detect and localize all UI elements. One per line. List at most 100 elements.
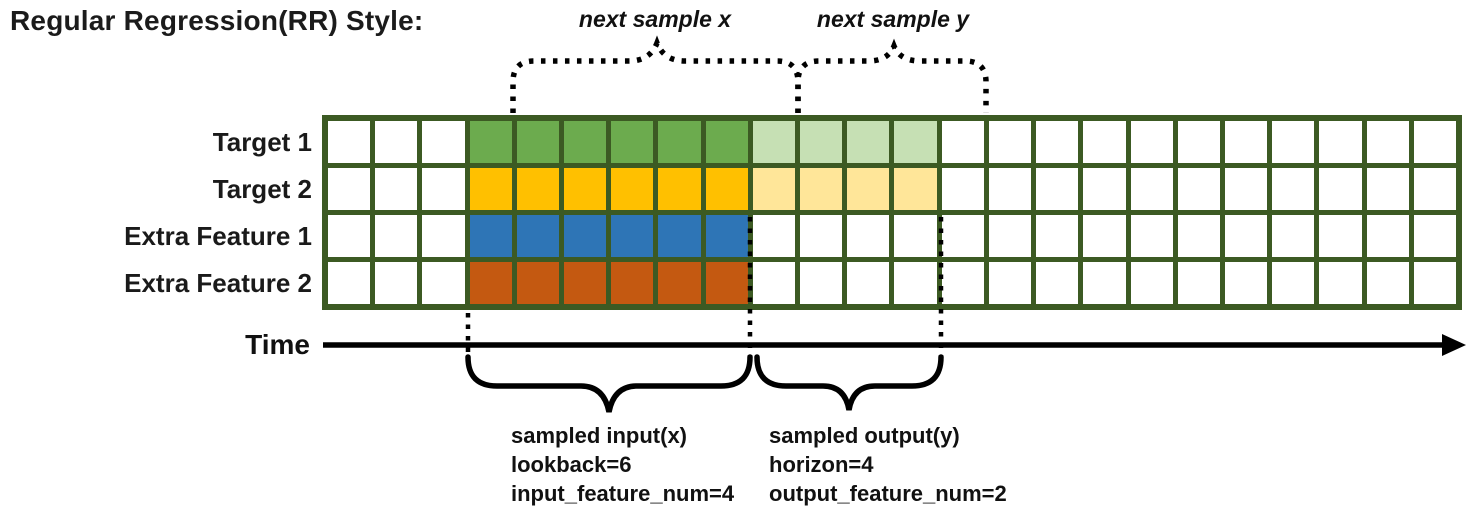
grid-cell-green [469, 121, 512, 163]
grid-cell-white [1177, 121, 1220, 163]
grid-cell-yellow [658, 168, 701, 210]
grid-cell-white [375, 262, 418, 304]
grid-cell-yellow [611, 168, 654, 210]
grid-cell-white [1224, 215, 1268, 257]
next-sample-x-brace [510, 35, 801, 113]
grid-cell-orange [469, 262, 512, 304]
grid-cell-blue [564, 215, 607, 257]
grid-cell-white [988, 215, 1032, 257]
grid-cell-light_yellow [800, 168, 843, 210]
sampled-output-annotation: sampled output(y) horizon=4 output_featu… [769, 421, 1007, 508]
grid-cell-light_green [847, 121, 890, 163]
grid-cell-white [1130, 121, 1173, 163]
diagram-title: Regular Regression(RR) Style: [10, 5, 424, 36]
grid-cell-white [941, 215, 984, 257]
grid-cell-blue [469, 215, 512, 257]
grid-cell-white [1366, 121, 1409, 163]
next-sample-y-label: next sample y [816, 6, 970, 32]
grid-cell-white [894, 262, 937, 304]
grid-cell-white [1036, 168, 1079, 210]
grid-cell-yellow [705, 168, 748, 210]
grid-cell-white [800, 215, 843, 257]
row-label: Extra Feature 1 [124, 220, 312, 251]
grid-cell-white [1177, 262, 1220, 304]
horizon-line: horizon=4 [769, 452, 874, 477]
row-label: Target 2 [212, 173, 312, 204]
grid-cell-white [328, 262, 371, 304]
grid-cell-green [611, 121, 654, 163]
time-arrow-head [1442, 334, 1466, 356]
grid-cell-blue [516, 215, 560, 257]
grid-cell-white [752, 262, 796, 304]
grid-cell-white [1319, 262, 1362, 304]
grid-cell-white [1177, 215, 1220, 257]
grid-cell-white [1177, 168, 1220, 210]
grid-cell-orange [705, 262, 748, 304]
grid-cell-light_green [800, 121, 843, 163]
grid-cell-white [988, 262, 1032, 304]
grid-cell-white [1130, 262, 1173, 304]
grid-cell-orange [516, 262, 560, 304]
grid-cell-white [988, 121, 1032, 163]
grid-cell-white [1272, 262, 1315, 304]
grid-cell-green [516, 121, 560, 163]
grid-cell-white [1224, 262, 1268, 304]
sampled-output-brace [754, 354, 944, 411]
grid-cell-light_yellow [752, 168, 796, 210]
grid-cell-white [1083, 121, 1126, 163]
time-axis-label: Time [245, 329, 310, 360]
grid-cell-white [1036, 262, 1079, 304]
grid-cell-white [1272, 168, 1315, 210]
grid-cell-white [1413, 215, 1456, 257]
grid-cell-light_green [894, 121, 937, 163]
grid-cell-white [1224, 121, 1268, 163]
row-label: Target 1 [212, 126, 312, 157]
grid-cell-white [1083, 168, 1126, 210]
sampled-input-annotation: sampled input(x) lookback=6 input_featur… [511, 421, 734, 508]
grid-cell-white [1036, 215, 1079, 257]
next-sample-y-brace [795, 38, 989, 113]
grid-cell-yellow [564, 168, 607, 210]
grid-cell-white [941, 121, 984, 163]
grid-cell-white [1366, 262, 1409, 304]
next-sample-x-label: next sample x [578, 6, 732, 32]
grid-cell-white [1319, 121, 1362, 163]
output-feature-num-line: output_feature_num=2 [769, 481, 1007, 506]
grid-cell-yellow [516, 168, 560, 210]
grid-cell-white [375, 121, 418, 163]
grid-cell-white [1272, 121, 1315, 163]
grid-cell-white [1272, 215, 1315, 257]
grid-cell-white [1413, 262, 1456, 304]
row-label: Extra Feature 2 [124, 267, 312, 298]
grid-cell-white [375, 215, 418, 257]
grid-cell-blue [658, 215, 701, 257]
grid-cell-white [422, 262, 465, 304]
grid-cell-orange [611, 262, 654, 304]
grid-cell-white [375, 168, 418, 210]
grid-cell-green [564, 121, 607, 163]
grid-cell-white [1413, 168, 1456, 210]
grid-cell-blue [705, 215, 748, 257]
grid-cell-orange [564, 262, 607, 304]
grid-cell-white [422, 121, 465, 163]
grid-cell-white [328, 215, 371, 257]
grid-cell-white [328, 168, 371, 210]
grid-cell-white [1130, 168, 1173, 210]
grid-cell-white [1413, 121, 1456, 163]
grid-cell-blue [611, 215, 654, 257]
grid-cell-orange [658, 262, 701, 304]
grid-cell-white [328, 121, 371, 163]
row-labels: Target 1 Target 2 Extra Feature 1 Extra Fea… [0, 115, 312, 310]
grid-cell-light_yellow [847, 168, 890, 210]
grid-cell-white [1083, 262, 1126, 304]
lookback-line: lookback=6 [511, 452, 632, 477]
grid-cell-white [847, 262, 890, 304]
grid-cell-white [847, 215, 890, 257]
grid-cell-light_green [752, 121, 796, 163]
timeseries-grid [322, 115, 1462, 310]
grid-cell-white [1319, 168, 1362, 210]
grid-cell-green [705, 121, 748, 163]
grid-cell-white [422, 168, 465, 210]
grid-cell-white [752, 215, 796, 257]
